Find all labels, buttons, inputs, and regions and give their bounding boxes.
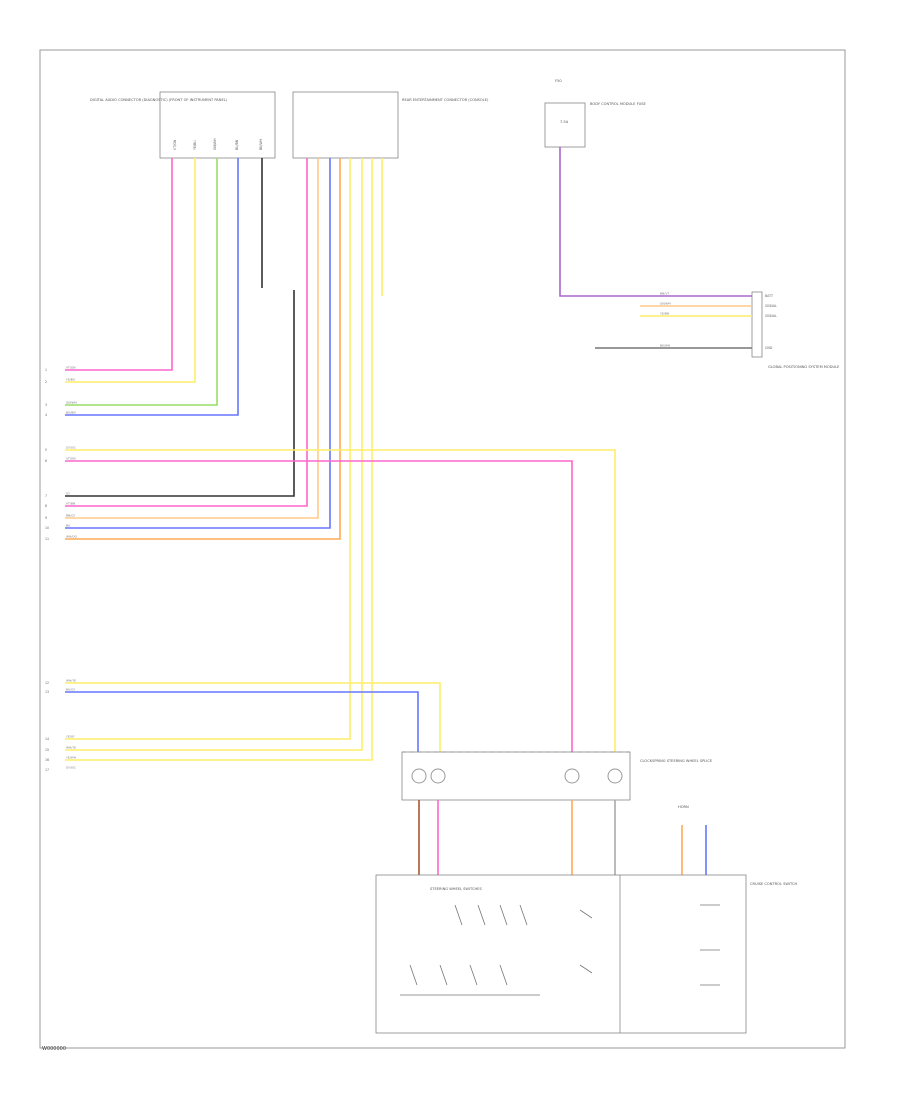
left-wire-color: BU/BN — [66, 411, 76, 415]
wires-connector-b — [65, 158, 383, 761]
wire-gn-wh-a — [65, 158, 218, 406]
wire-bn-gy — [65, 158, 319, 519]
wire-vt-gn-b — [65, 460, 573, 755]
left-wire-color: BU — [66, 524, 70, 528]
svg-text:GN/WH: GN/WH — [213, 138, 217, 150]
wire-ye-bu-a — [65, 158, 196, 383]
wire-wh-ye-b — [65, 158, 351, 740]
steering-wheel-switches: STEERING WHEEL SWITCHES CRUISE CONTROL S… — [375, 805, 797, 1034]
left-wire-color: YE/GY — [66, 735, 75, 739]
left-wire-color: YE/BU — [66, 378, 75, 382]
svg-text:7.5A: 7.5A — [560, 120, 569, 124]
left-wire-pin: 9 — [45, 516, 47, 520]
svg-text:VT/GN: VT/GN — [173, 139, 177, 150]
wire-wh-ye-c — [65, 158, 373, 761]
gps-wire-target: GND — [765, 346, 773, 350]
wires-steering — [418, 800, 707, 878]
left-wire-color: GY — [66, 492, 70, 496]
wire-ye-gy — [65, 158, 363, 751]
left-wire-pin: 16 — [45, 758, 49, 762]
gps-wire-target: BATT — [765, 294, 773, 298]
left-wire-color: GN/WH — [66, 401, 77, 405]
svg-text:F50: F50 — [555, 79, 562, 83]
left-wire-labels: 1VT/GN2YE/BU3GN/WH4BU/BN5GY/OG6VT/GN7GY8… — [45, 292, 777, 773]
gps-wire-color: YE/BN — [660, 312, 669, 316]
gps-wire-color: BN/VT — [660, 292, 669, 296]
left-wire-color: WH/YE — [66, 679, 76, 683]
left-wire-pin: 15 — [45, 748, 49, 752]
gps-wire-target: SIGNAL — [765, 304, 777, 308]
left-wire-pin: 2 — [45, 380, 47, 384]
left-wire-pin: 11 — [45, 537, 49, 541]
left-wire-color: WH/OG — [66, 535, 78, 539]
left-wire-pin: 4 — [45, 413, 47, 417]
wire-bu-gy — [65, 691, 419, 755]
left-wire-color: GY/OG — [66, 766, 76, 770]
wire-wh-og — [65, 158, 341, 540]
svg-text:DIGITAL AUDIO CONNECTOR (DIAGN: DIGITAL AUDIO CONNECTOR (DIAGNOSTIC) (FR… — [90, 98, 228, 102]
wire-bu — [65, 158, 331, 529]
left-wire-pin: 10 — [45, 526, 49, 530]
left-wire-color: VT/GN — [66, 457, 75, 461]
left-wire-color: BN/GY — [66, 514, 75, 518]
left-wire-pin: 13 — [45, 690, 49, 694]
svg-text:BU/BN: BU/BN — [235, 139, 239, 150]
diagram-frame — [39, 49, 846, 1049]
svg-text:HORN: HORN — [678, 805, 689, 809]
left-wire-pin: 17 — [45, 768, 49, 772]
left-wire-pin: 12 — [45, 681, 49, 685]
left-wire-pin: 1 — [45, 368, 47, 372]
left-wire-color: GY/OG — [66, 446, 76, 450]
svg-text:GLOBAL POSITIONING SYSTEM MODU: GLOBAL POSITIONING SYSTEM MODULE — [768, 365, 840, 369]
wire-bu-bn-a — [65, 158, 239, 416]
left-wire-color: YE/WH — [66, 756, 76, 760]
wire-gy — [65, 290, 295, 497]
svg-text:BODY CONTROL MODULE FUSE: BODY CONTROL MODULE FUSE — [590, 102, 647, 106]
svg-text:BK/WH: BK/WH — [259, 138, 263, 150]
left-wire-pin: 7 — [45, 494, 47, 498]
clockspring: CLOCKSPRING STEERING WHEEL SPLICE — [401, 751, 713, 801]
left-wire-color: WH/YE — [66, 746, 76, 750]
left-wire-color: VT/BN — [66, 502, 75, 506]
wires-gps — [559, 147, 752, 349]
svg-text:CRUISE CONTROL SWITCH: CRUISE CONTROL SWITCH — [750, 882, 797, 886]
left-wire-pin: 5 — [45, 448, 47, 452]
gps-wire-color: GN/WH — [660, 302, 671, 306]
svg-text:YE/BU: YE/BU — [193, 140, 197, 150]
left-wire-pin: 8 — [45, 504, 47, 508]
left-wire-pin: 6 — [45, 459, 47, 463]
left-wire-color: VT/GN — [66, 366, 75, 370]
wire-wh-ye-d — [65, 682, 441, 755]
fuse-box: BODY CONTROL MODULE FUSE F50 7.5A — [544, 79, 647, 148]
connector-a: DIGITAL AUDIO CONNECTOR (DIAGNOSTIC) (FR… — [90, 91, 276, 159]
svg-text:REAR ENTERTAINMENT CONNECTOR (: REAR ENTERTAINMENT CONNECTOR (CONSOLE) — [402, 98, 489, 102]
svg-text:STEERING WHEEL SWITCHES: STEERING WHEEL SWITCHES — [430, 887, 482, 891]
wire-vt-bn — [65, 158, 308, 507]
wire-gy-og — [65, 449, 616, 755]
diagram-code: W000000 — [42, 1046, 66, 1052]
wire-vt-gn-a — [65, 158, 173, 371]
gps-wire-target: SIGNAL — [765, 314, 777, 318]
wires-connector-a — [65, 158, 263, 416]
left-wire-pin: 14 — [45, 737, 49, 741]
wires-clockspring — [65, 449, 616, 755]
gps-module: GLOBAL POSITIONING SYSTEM MODULE — [751, 291, 840, 369]
svg-text:CLOCKSPRING STEERING WHEEL SPL: CLOCKSPRING STEERING WHEEL SPLICE — [640, 759, 713, 763]
wire-fuse-gps — [559, 147, 752, 297]
gps-wire-color: BK/WH — [660, 344, 670, 348]
left-wire-color: BU/GY — [66, 688, 75, 692]
connector-b: REAR ENTERTAINMENT CONNECTOR (CONSOLE) — [292, 91, 489, 159]
left-wire-pin: 3 — [45, 403, 47, 407]
